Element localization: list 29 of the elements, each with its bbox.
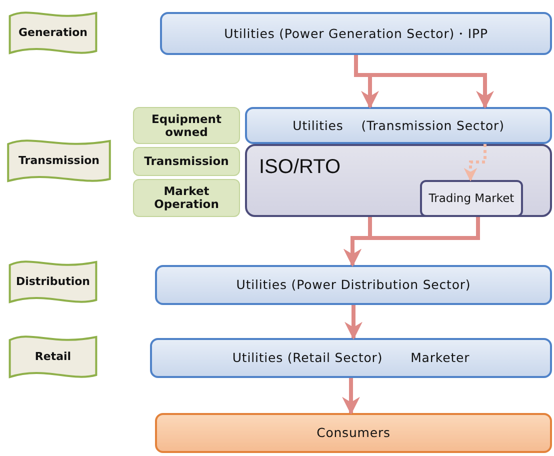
label-text: Consumers	[316, 426, 390, 440]
heading: ISO/RTO	[259, 156, 341, 178]
role-tab	[133, 107, 240, 144]
label-text: Retail	[34, 350, 72, 364]
role-tab	[133, 179, 240, 217]
market-box	[420, 180, 523, 217]
label-text: Transmission	[144, 155, 229, 168]
consumer-box	[155, 413, 552, 453]
label-text: (Transmission Sector)	[361, 118, 504, 132]
label-text: Transmission	[18, 154, 100, 168]
flow-arrow	[464, 144, 486, 182]
sector-box	[155, 265, 552, 305]
label-text: Utilities	[292, 118, 344, 132]
label-text: Trading Market	[428, 192, 514, 205]
sector-box	[245, 107, 552, 144]
sector-box	[150, 338, 552, 378]
label-text: Utilities (Power Distribution Sector)	[236, 278, 471, 292]
sector-box	[160, 12, 552, 55]
label-text: Distribution	[16, 276, 90, 288]
flow-arrow	[342, 378, 360, 415]
role-tab	[133, 147, 240, 176]
label-text: Generation	[18, 26, 88, 40]
flow-arrow	[344, 305, 362, 340]
label-text: Market Operation	[153, 185, 220, 211]
label-text: Utilities (Power Generation Sector)・IPP	[224, 26, 488, 40]
iso-rto-box	[245, 144, 552, 217]
label-text: Utilities (Retail Sector)	[232, 351, 383, 365]
label-text: Marketer	[410, 351, 470, 365]
label-text: Equipment owned	[150, 112, 222, 138]
